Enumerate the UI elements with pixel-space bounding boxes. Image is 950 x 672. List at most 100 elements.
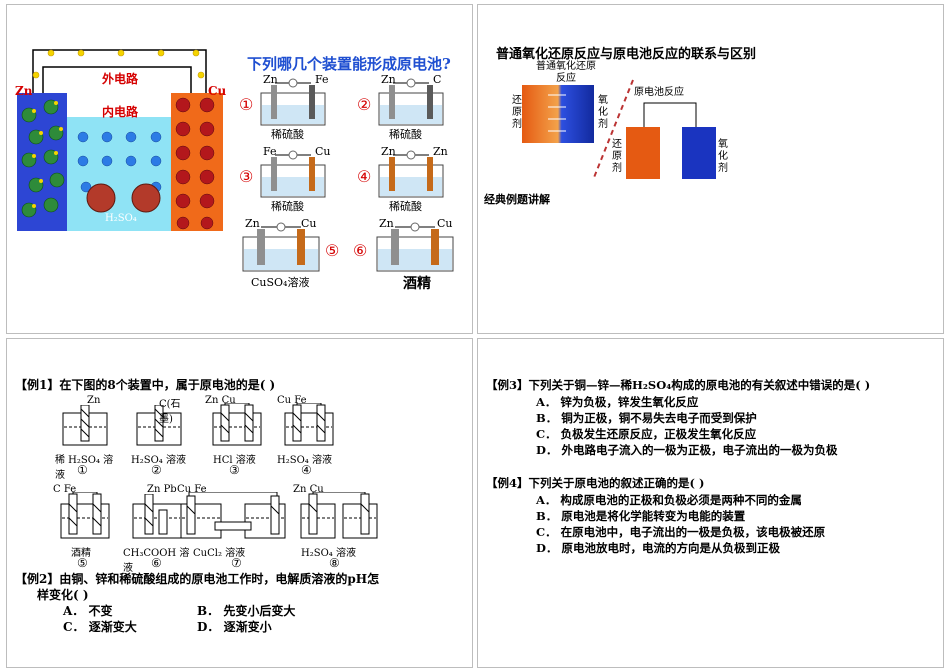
device-1: ① Zn Fe 稀硫酸 [235,73,353,141]
galvanic-cell-illustration [17,49,223,231]
battery-diagram [626,102,716,179]
right-electrode: Cu [315,145,331,158]
cu-electrode-label: Cu [208,84,227,98]
slide-example-3-4: 【例3】下列关于铜—锌—稀H₂SO₄构成的原电池的有关叙述中错误的是( ) A．… [477,338,944,668]
inner-circuit-label: 内电路 [102,105,139,119]
question-4: 【例4】下列关于原电池的叙述正确的是( ) [486,476,705,490]
ordinary-redox-label: 普通氧化还原反应 [536,61,596,84]
q2-option-b: B． 先变小后变大 [197,604,296,618]
right-electrode: Cu [301,217,317,230]
device-number: ① [77,463,88,477]
q3-option-b: B． 铜为正极，铜不易失去电子而受到保护 [536,411,757,425]
q1-device-5: C Fe 酒精 ⑤ [53,484,117,574]
solution-label: 稀硫酸 [271,200,304,213]
device-number: ④ [301,463,312,477]
reductant-label-left: 还原剂 [512,95,522,130]
q1-device-row-1: Zn 稀 H₂SO₄ 溶液 ① C(石墨) H₂SO₄ 溶液 ② Zn Cu H… [55,395,355,481]
q4-option-c: C． 在原电池中，电子流出的一极是负极，该电极被还原 [536,525,826,539]
device-number: ① [239,95,254,114]
q4-option-a: A． 构成原电池的正极和负极必须是两种不同的金属 [536,493,802,507]
device-2: ② Zn C 稀硫酸 [353,73,471,141]
q2-option-c: C． 逐渐变大 [63,620,137,634]
electrode-label: Zn [87,395,101,406]
solution-label: 稀硫酸 [389,200,422,213]
q1-device-3: Zn Cu HCl 溶液 ③ [205,395,269,479]
q2-option-a: A． 不变 [63,604,113,618]
q1-device-1: Zn 稀 H₂SO₄ 溶液 ① [55,395,115,481]
device-grid: ① Zn Fe 稀硫酸 ② Zn C 稀硫酸 ③ Fe Cu 稀硫酸 ④ Zn … [235,73,470,293]
device-number: ⑤ [325,241,340,260]
slide-redox-relation: 普通氧化还原反应与原电池反应的联系与区别 普通氧化还原反应 还原剂 氧化剂 原电… [477,4,944,334]
slide-title: 普通氧化还原反应与原电池反应的联系与区别 [496,47,757,62]
solution-label: 酒精 [403,276,431,292]
left-electrode: Zn [381,145,396,158]
device-number: ⑧ [329,556,340,570]
solution-label: H₂SO₄ 溶液 [131,455,186,466]
electrode-label: Zn Cu [293,484,324,495]
oxidant-label-right: 氧化剂 [718,139,728,174]
device-number: ⑥ [353,241,368,260]
electrode-label: Cu Fe [277,395,307,406]
left-electrode: Zn [245,217,260,230]
right-electrode: Cu [437,217,453,230]
solution-label: H₂SO₄ 溶液 [301,548,356,559]
q1-device-row-2: C Fe 酒精 ⑤ Zn Pb CH₃COOH 溶液 ⑥ Cu Fe CuCl₂… [53,484,393,574]
device-number: ③ [229,463,240,477]
electrode-label: C Fe [53,484,77,495]
solution-label: 稀硫酸 [271,128,304,141]
left-electrode: Zn [263,73,278,86]
q1-device-7: Cu Fe CuCl₂ 溶液 ⑦ [177,484,289,574]
right-electrode: Zn [433,145,448,158]
q1-device-8: Zn Cu H₂SO₄ 溶液 ⑧ [293,484,383,574]
q2-option-d: D． 逐渐变小 [197,620,272,634]
section-heading: 经典例题讲解 [484,193,550,206]
q4-option-d: D． 原电池放电时，电流的方向是从负极到正极 [536,541,780,555]
electrode-label: Zn Cu [205,395,236,406]
left-electrode: Fe [263,145,277,158]
device-number: ② [151,463,162,477]
device-number: ③ [239,167,254,186]
device-number: ⑥ [151,556,162,570]
slide-battery-model: Zn Cu 外电路 内电路 H₂SO₄ 下列哪几个装置能形成原电池? ① Zn … [6,4,473,334]
device-6: ⑥ Zn Cu 酒精 [353,217,471,292]
q3-option-c: C． 负极发生还原反应，正极发生氧化反应 [536,427,757,441]
outer-circuit-label: 外电路 [102,72,139,86]
zn-electrode-label: Zn [15,84,33,98]
slide-example-1-2: 【例1】在下图的8个装置中，属于原电池的是( ) Zn 稀 H₂SO₄ 溶液 ①… [6,338,473,668]
ordinary-redox-diagram [522,85,594,143]
right-electrode: C [433,73,442,86]
solution-label: CH₃COOH 溶液 [123,548,190,574]
question-3: 【例3】下列关于铜—锌—稀H₂SO₄构成的原电池的有关叙述中错误的是( ) [486,378,871,392]
oxidant-label-left: 氧化剂 [598,95,608,130]
solution-label: H₂SO₄ 溶液 [277,455,332,466]
left-electrode: Zn [379,217,394,230]
question-2-line-1: 【例2】由铜、锌和稀硫酸组成的原电池工作时，电解质溶液的pH怎 [15,572,380,586]
device-4: ④ Zn Zn 稀硫酸 [353,145,471,213]
electrolyte-label: H₂SO₄ [105,213,137,224]
slide-question: 下列哪几个装置能形成原电池? [247,55,451,73]
solution-label: 稀 H₂SO₄ 溶液 [55,455,114,481]
q4-option-b: B． 原电池是将化学能转变为电能的装置 [536,509,746,523]
q1-device-6: Zn Pb CH₃COOH 溶液 ⑥ [123,484,199,574]
solution-label: HCl 溶液 [213,455,256,466]
solution-label: 稀硫酸 [389,128,422,141]
left-electrode: Zn [381,73,396,86]
battery-reaction-label: 原电池反应 [634,87,684,98]
solution-label: CuSO₄溶液 [251,276,310,289]
reductant-label-right: 还原剂 [612,139,622,174]
question-2-line-2: 样变化( ) [37,588,89,602]
device-number: ② [357,95,372,114]
question-1: 【例1】在下图的8个装置中，属于原电池的是( ) [15,378,276,392]
device-3: ③ Fe Cu 稀硫酸 [235,145,353,213]
solution-label: 酒精 [71,548,91,559]
q3-option-d: D． 外电路电子流入的一极为正极，电子流出的一极为负极 [536,443,838,457]
q1-device-4: Cu Fe H₂SO₄ 溶液 ④ [277,395,341,479]
device-number: ④ [357,167,372,186]
electrode-label: C(石墨) [159,399,181,425]
device-number: ⑦ [231,556,242,570]
electrode-label: Cu Fe [177,484,207,495]
electrode-label: Zn Pb [147,484,177,495]
solution-label: CuCl₂ 溶液 [193,548,246,559]
device-number: ⑤ [77,556,88,570]
q1-device-2: C(石墨) H₂SO₄ 溶液 ② [129,395,189,479]
